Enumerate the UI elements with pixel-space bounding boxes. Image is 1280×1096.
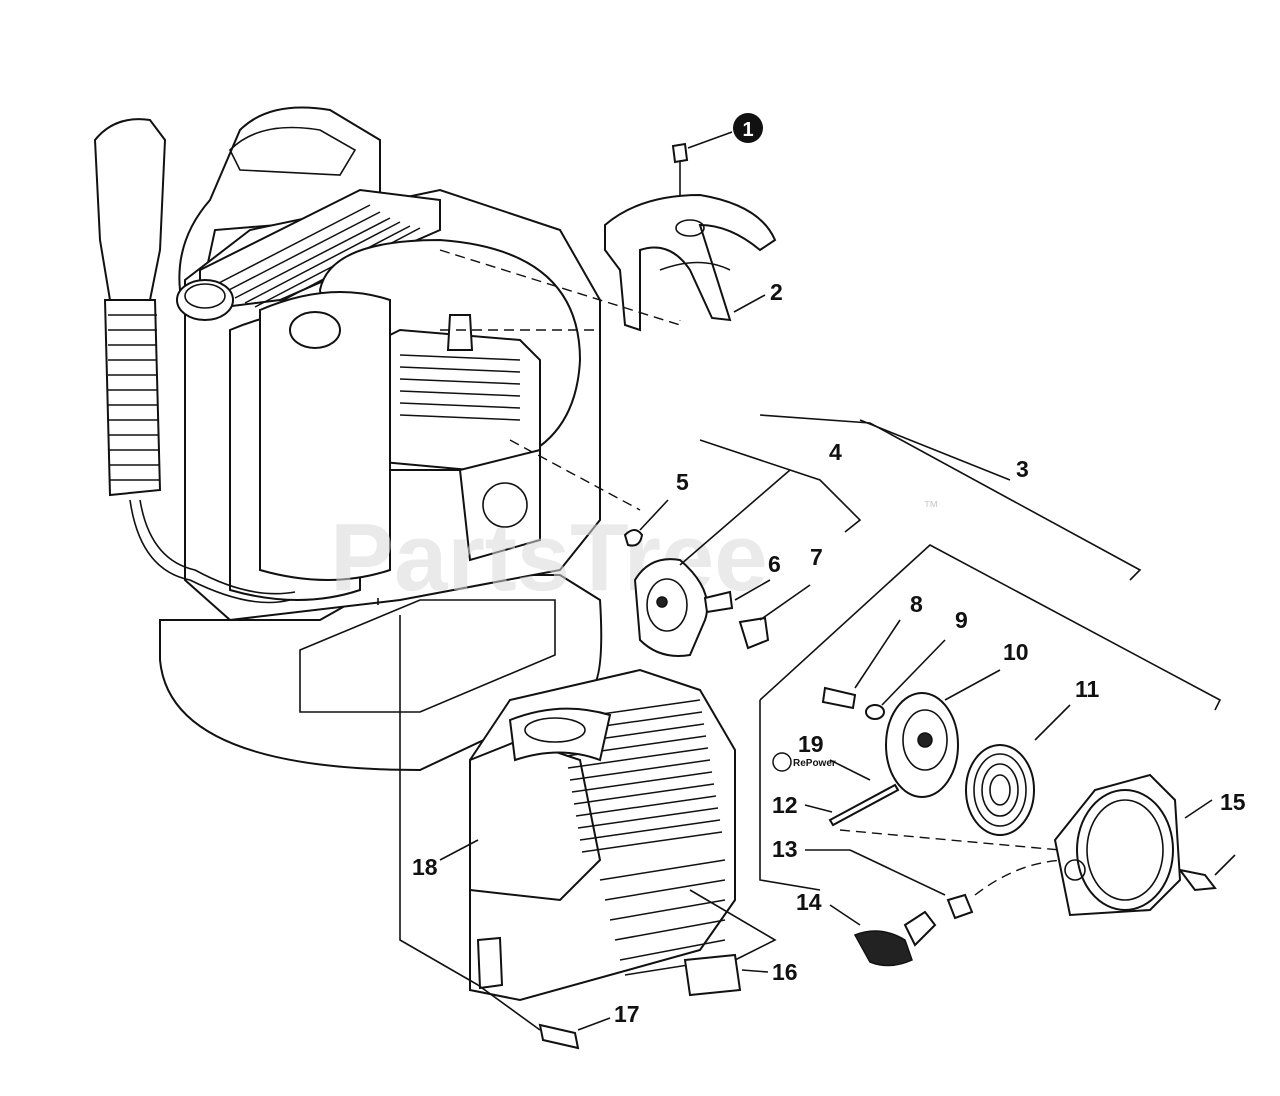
callout-1-badge [733,113,763,143]
filter-part-16 [683,953,742,997]
callout-14: 14 [796,889,822,915]
rope-part-12 [828,783,900,827]
callout-19: 19 [798,731,824,757]
callout-8: 8 [910,591,923,617]
callout-5: 5 [676,469,689,495]
repower-logo-text: RePower [793,758,836,769]
callout-10: 10 [1003,639,1029,665]
handle-part-14 [853,930,913,967]
callout-7: 7 [810,544,823,570]
callout-1: 1 [742,119,753,141]
callout-18: 18 [412,854,438,880]
callout-4: 4 [829,439,842,465]
heat-shield-part-2 [604,193,777,332]
callout-11: 11 [1075,676,1100,702]
callout-16: 16 [772,959,798,985]
screw-part-17 [538,1023,580,1050]
callout-9: 9 [955,607,968,633]
callout-3: 3 [1016,456,1029,482]
reel-part-10 [885,692,959,798]
bolt-part-15 [1177,868,1217,892]
pulley-part-4 [633,558,709,657]
callout-12: 12 [772,792,798,818]
clip-part-5 [623,529,644,547]
engine-assembly-illustration [93,106,603,772]
fan-cover-illustration [469,668,736,1002]
callout-15: 15 [1220,789,1246,815]
spring-part-11 [965,744,1035,836]
washer-part-9 [865,704,885,720]
starter-housing-illustration [1053,773,1182,917]
watermark-trademark: ™ [923,499,939,516]
callout-13: 13 [772,836,798,862]
callout-17: 17 [614,1001,640,1027]
bolt-part-8 [821,686,857,710]
spring-part-6 [703,590,734,614]
callout-2: 2 [770,279,783,305]
repower-logo: RePower [772,752,836,772]
callout-6: 6 [768,551,781,577]
bushing-part-13 [946,893,974,920]
pawl-part-7 [738,616,770,650]
